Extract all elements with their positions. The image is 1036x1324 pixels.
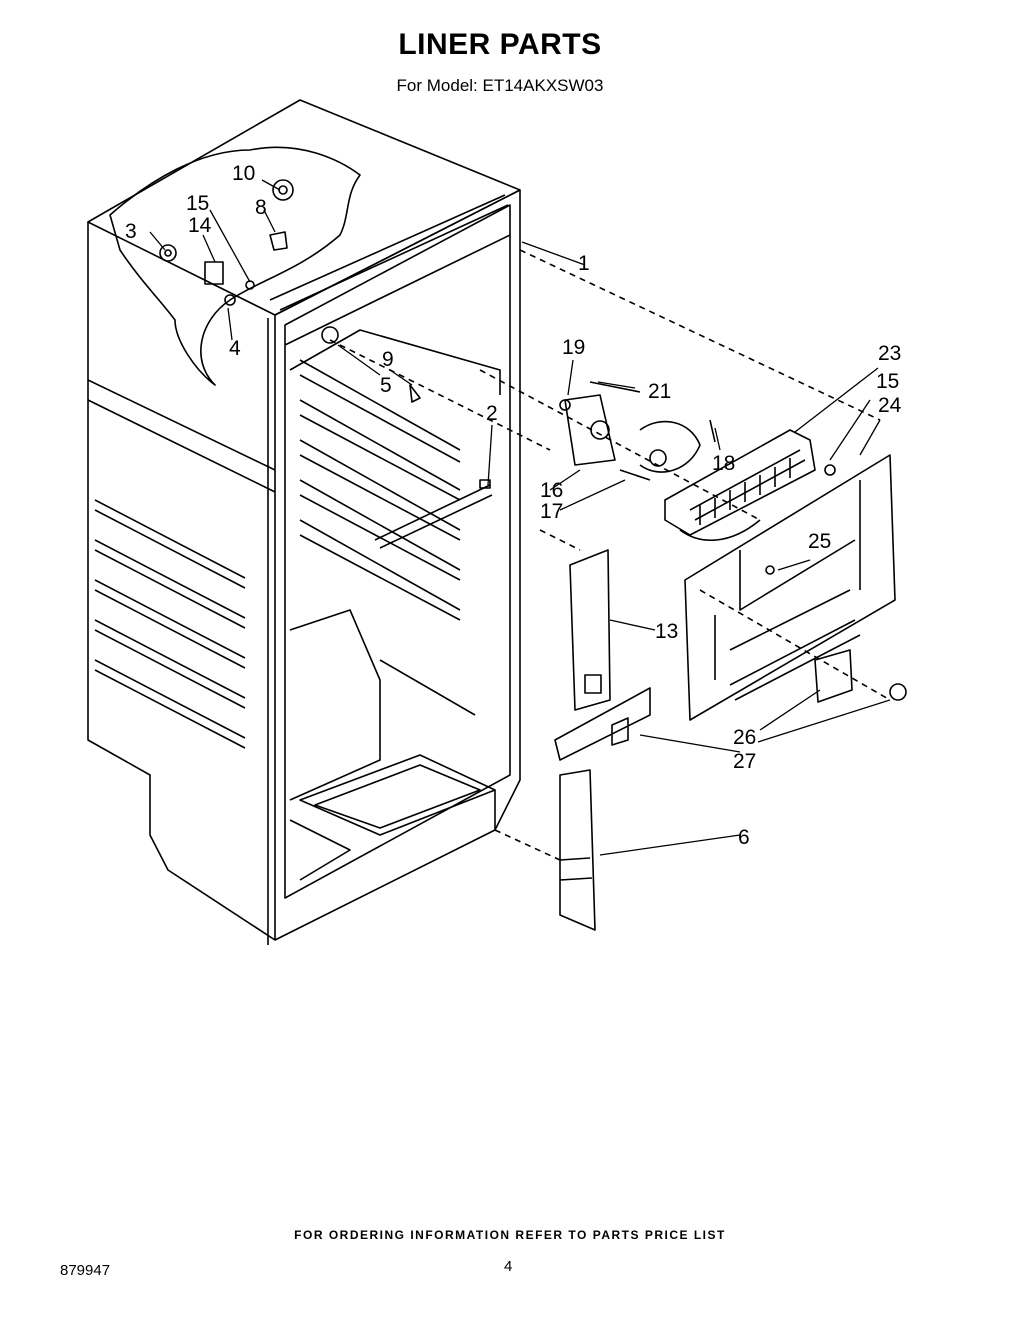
part-6-shape bbox=[559, 769, 596, 931]
part-27-shape bbox=[554, 687, 651, 761]
callout-18: 18 bbox=[712, 452, 735, 475]
callout-9: 9 bbox=[382, 348, 394, 371]
model-subtitle: For Model: ET14AKXSW03 bbox=[396, 76, 604, 95]
callout-15-left: 15 bbox=[186, 192, 209, 215]
callout-5: 5 bbox=[380, 374, 392, 397]
page-title: LINER PARTS bbox=[398, 28, 602, 61]
callout-3: 3 bbox=[125, 220, 137, 243]
callout-27: 27 bbox=[733, 750, 756, 773]
callout-2: 2 bbox=[486, 402, 498, 425]
loose-panels bbox=[554, 549, 651, 931]
callout-21: 21 bbox=[648, 380, 671, 403]
callout-16: 16 bbox=[540, 479, 563, 502]
callout-25: 25 bbox=[808, 530, 831, 553]
callout-13: 13 bbox=[655, 620, 678, 643]
callout-23: 23 bbox=[878, 342, 901, 365]
callout-6: 6 bbox=[738, 826, 750, 849]
fan-shroud-grille bbox=[664, 429, 816, 541]
callout-10: 10 bbox=[232, 162, 255, 185]
callout-14: 14 bbox=[188, 214, 212, 237]
callout-17: 17 bbox=[540, 500, 563, 523]
fan-motor-assembly bbox=[559, 381, 716, 481]
callout-19: 19 bbox=[562, 336, 585, 359]
leader-lines bbox=[149, 179, 891, 856]
document-number: 879947 bbox=[60, 1262, 111, 1279]
cabinet-small-parts bbox=[159, 179, 493, 549]
callout-24: 24 bbox=[878, 394, 902, 417]
callout-labels: 1 2 3 4 5 6 8 9 10 13 14 15 15 16 17 18 … bbox=[125, 162, 902, 849]
part-13-shape bbox=[569, 549, 611, 711]
callout-26: 26 bbox=[733, 726, 756, 749]
ordering-info-footer: FOR ORDERING INFORMATION REFER TO PARTS … bbox=[294, 1228, 726, 1242]
cabinet-outline bbox=[87, 99, 891, 945]
evaporator-cover-panel bbox=[684, 454, 907, 721]
callout-15-right: 15 bbox=[876, 370, 899, 393]
callout-4: 4 bbox=[229, 337, 241, 360]
callout-1: 1 bbox=[578, 252, 590, 275]
page-number: 4 bbox=[504, 1258, 513, 1275]
callout-8: 8 bbox=[255, 196, 267, 219]
